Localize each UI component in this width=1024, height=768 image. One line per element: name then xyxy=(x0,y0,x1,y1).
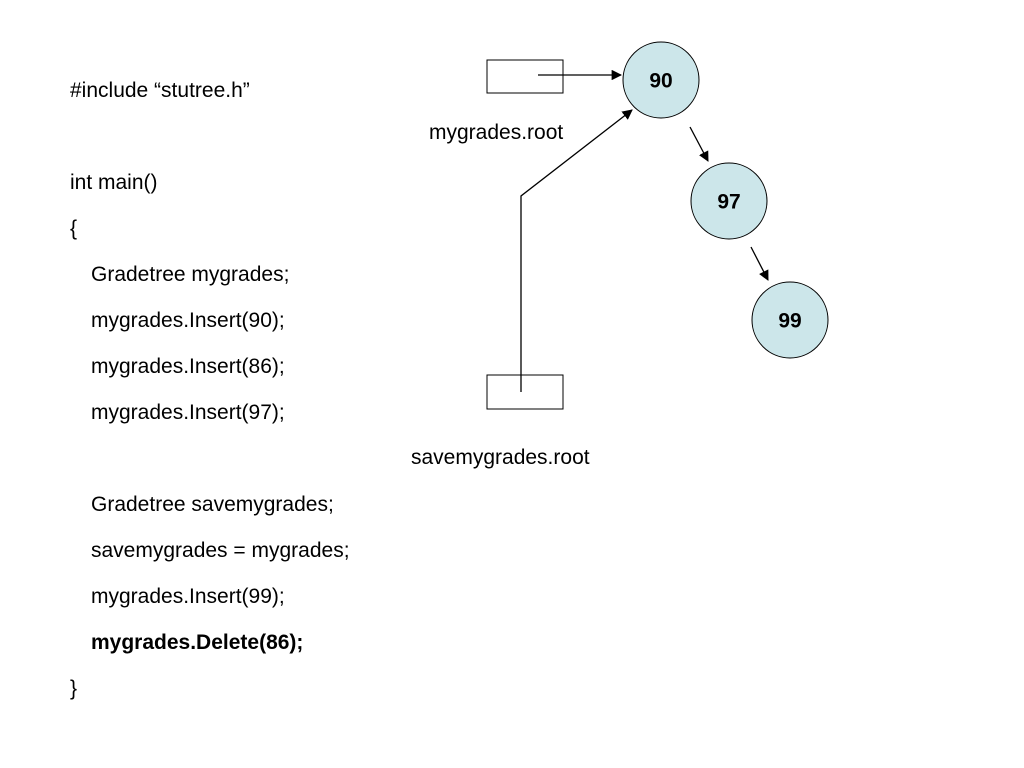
node-99-circle xyxy=(751,281,829,359)
code-close-brace: } xyxy=(70,677,78,700)
code-open-brace: { xyxy=(70,217,78,240)
edge-90-97 xyxy=(689,126,709,162)
savemygrades-root-box xyxy=(486,374,564,410)
tree-node-97: 97 xyxy=(690,162,768,240)
code-insert-97: mygrades.Insert(97); xyxy=(91,401,285,424)
code-insert-90: mygrades.Insert(90); xyxy=(91,309,285,332)
node-90-circle xyxy=(622,41,700,119)
code-include: #include “stutree.h” xyxy=(70,79,250,102)
mygrades-root-label: mygrades.root xyxy=(429,121,564,144)
code-delete-86: mygrades.Delete(86); xyxy=(91,631,304,654)
code-insert-86: mygrades.Insert(86); xyxy=(91,355,285,378)
node-99-value: 99 xyxy=(778,310,801,333)
tree-node-99: 99 xyxy=(751,281,829,359)
tree-node-90: 90 xyxy=(622,41,700,119)
code-main-signature: int main() xyxy=(70,171,158,194)
node-90-value: 90 xyxy=(649,70,672,93)
savemygrades-root-arrow xyxy=(520,109,633,392)
node-97-circle xyxy=(690,162,768,240)
edge-97-99 xyxy=(750,246,769,281)
savemygrades-root-label: savemygrades.root xyxy=(411,446,590,469)
code-decl-mygrades: Gradetree mygrades; xyxy=(91,263,290,286)
node-97-value: 97 xyxy=(717,191,740,214)
mygrades-root-box xyxy=(486,59,564,94)
code-insert-99: mygrades.Insert(99); xyxy=(91,585,285,608)
code-decl-savemygrades: Gradetree savemygrades; xyxy=(91,493,334,516)
code-assign: savemygrades = mygrades; xyxy=(91,539,350,562)
